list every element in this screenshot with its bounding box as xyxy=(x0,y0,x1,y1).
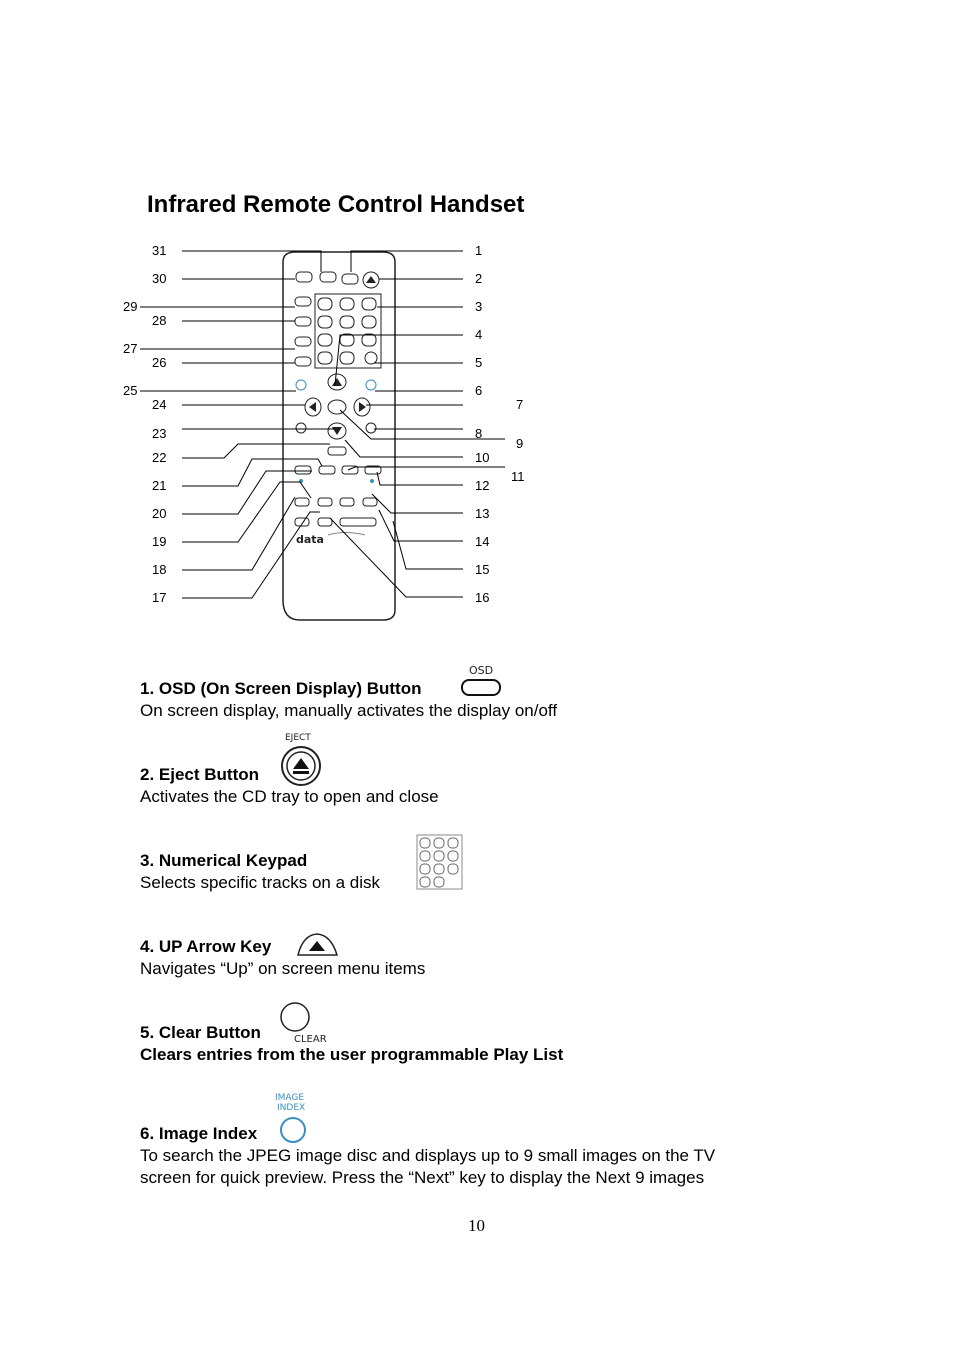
callout-4: 4 xyxy=(475,327,483,342)
callout-13: 13 xyxy=(475,506,490,521)
item-description: Navigates “Up” on screen menu items xyxy=(140,959,426,978)
callout-14: 14 xyxy=(475,534,490,549)
eject-button-shape xyxy=(362,271,380,289)
callout-6: 6 xyxy=(475,383,483,398)
callout-15: 15 xyxy=(475,562,490,577)
callout-8: 8 xyxy=(475,426,483,441)
item-description: Activates the CD tray to open and close xyxy=(140,787,439,806)
osd-button-shape xyxy=(341,273,359,285)
item-eject: 2. Eject Button Activates the CD tray to… xyxy=(140,764,439,808)
callout-10: 10 xyxy=(475,450,490,465)
callout-18: 18 xyxy=(152,562,167,577)
item-up-arrow: 4. UP Arrow Key Navigates “Up” on screen… xyxy=(140,936,425,980)
callout-16: 16 xyxy=(475,590,490,605)
callout-28: 28 xyxy=(152,313,167,328)
image-index-label-1: IMAGE xyxy=(275,1093,304,1103)
callout-17: 17 xyxy=(152,590,167,605)
callout-11: 11 xyxy=(511,469,525,484)
page-title: Infrared Remote Control Handset xyxy=(147,191,525,218)
clear-icon-label: CLEAR xyxy=(294,1034,327,1045)
item-heading: 4. UP Arrow Key xyxy=(140,937,272,956)
numerical-keypad-icon xyxy=(416,834,463,890)
callout-27: 27 xyxy=(123,341,138,356)
item-osd: 1. OSD (On Screen Display) Button On scr… xyxy=(140,678,557,722)
osd-icon-label: OSD xyxy=(469,664,493,677)
item-clear: 5. Clear Button Clears entries from the … xyxy=(140,1022,563,1066)
image-index-icon: IMAGE INDEX xyxy=(275,1093,306,1143)
mute-button-shape xyxy=(319,271,337,283)
item-heading: 1. OSD (On Screen Display) Button xyxy=(140,679,422,698)
item-description-continued: screen for quick preview. Press the “Nex… xyxy=(140,1168,705,1187)
callout-29: 29 xyxy=(123,299,138,314)
callout-19: 19 xyxy=(152,534,167,549)
osd-button-icon: OSD xyxy=(461,664,501,696)
item-description: Clears entries from the user programmabl… xyxy=(140,1045,564,1064)
callout-3: 3 xyxy=(475,299,483,314)
callout-22: 22 xyxy=(152,450,167,465)
eject-triangle xyxy=(366,276,376,283)
callout-24: 24 xyxy=(152,397,167,412)
image-index-label-2: INDEX xyxy=(277,1103,305,1113)
callout-23: 23 xyxy=(152,426,167,441)
callout-5: 5 xyxy=(475,355,483,370)
power-button-shape xyxy=(295,271,313,283)
eject-button-icon: EJECT xyxy=(281,733,321,786)
callout-30: 30 xyxy=(152,271,167,286)
item-keypad: 3. Numerical Keypad Selects specific tra… xyxy=(140,850,380,894)
item-description: Selects specific tracks on a disk xyxy=(140,873,380,892)
item-image-index: 6. Image Index To search the JPEG image … xyxy=(140,1123,715,1189)
item-heading: 6. Image Index xyxy=(140,1124,258,1143)
brand-logo: data xyxy=(296,533,324,546)
callout-1: 1 xyxy=(475,243,483,258)
page-number: 10 xyxy=(468,1216,485,1235)
remote-control-diagram: data xyxy=(140,250,505,621)
callout-7: 7 xyxy=(516,397,524,412)
item-heading: 3. Numerical Keypad xyxy=(140,851,308,870)
clear-button-icon: CLEAR xyxy=(280,1002,327,1045)
item-description: On screen display, manually activates th… xyxy=(140,701,558,720)
callout-9: 9 xyxy=(516,436,524,451)
item-heading: 5. Clear Button xyxy=(140,1023,261,1042)
callout-26: 26 xyxy=(152,355,167,370)
callout-12: 12 xyxy=(475,478,490,493)
callout-21: 21 xyxy=(152,478,167,493)
item-heading: 2. Eject Button xyxy=(140,765,260,784)
up-arrow-icon xyxy=(297,933,339,956)
callout-31: 31 xyxy=(152,243,167,258)
callout-2: 2 xyxy=(475,271,483,286)
item-description: To search the JPEG image disc and displa… xyxy=(140,1146,716,1165)
callout-25: 25 xyxy=(123,383,138,398)
eject-icon-label: EJECT xyxy=(285,733,311,743)
callout-20: 20 xyxy=(152,506,167,521)
